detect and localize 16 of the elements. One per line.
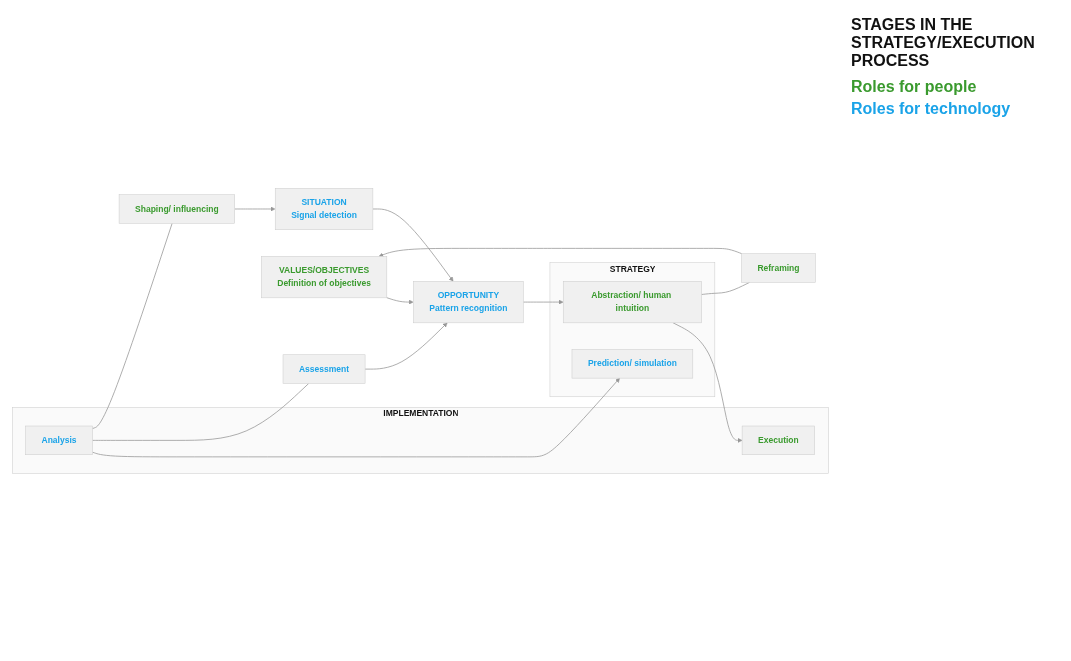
node-box: SITUATION Signal detection bbox=[274, 187, 374, 230]
node-box: Shaping/ influencing bbox=[118, 194, 235, 224]
node-box: OPPORTUNITY Pattern recognition bbox=[413, 280, 524, 323]
legend-entry: Roles for people bbox=[851, 78, 978, 96]
node-box: Execution bbox=[741, 425, 815, 455]
node-box: Abstraction/ human intuition bbox=[562, 280, 702, 323]
legend-entry: Roles for technology bbox=[851, 100, 1012, 118]
legend-heading: STAGES IN THE STRATEGY/EXECUTION PROCESS bbox=[851, 16, 1036, 70]
connector bbox=[701, 281, 750, 295]
node-box: VALUES/OBJECTIVES Definition of objectives bbox=[261, 255, 388, 298]
node-box: Prediction/ simulation bbox=[571, 348, 694, 379]
node-box: Analysis bbox=[25, 425, 93, 455]
connector bbox=[92, 222, 173, 429]
node-box: Reframing bbox=[741, 253, 816, 283]
node-box: Assessment bbox=[282, 354, 366, 384]
connector bbox=[92, 382, 310, 441]
